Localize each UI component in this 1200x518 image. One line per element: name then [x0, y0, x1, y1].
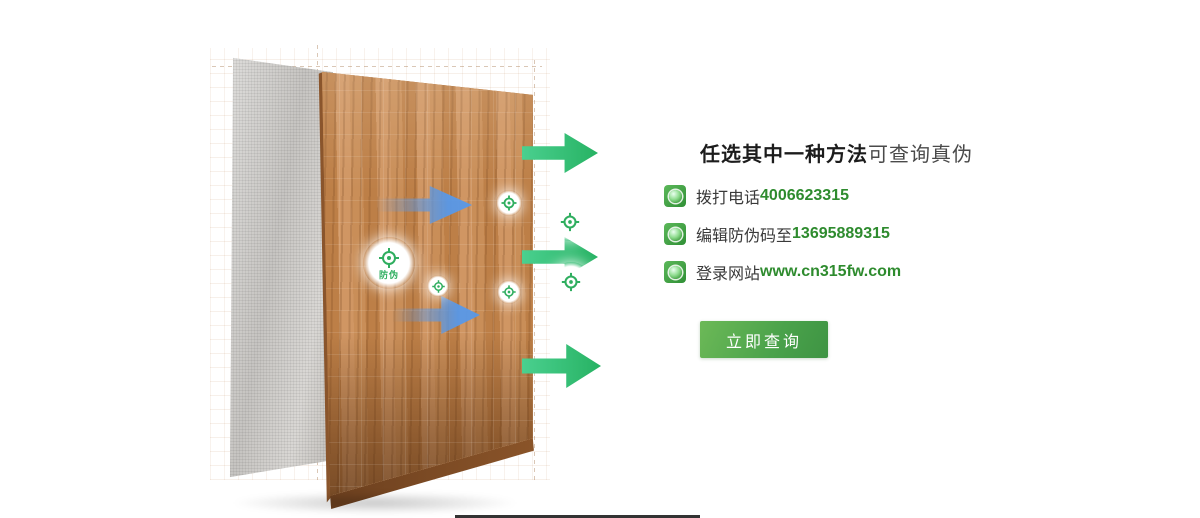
section-title: 任选其中一种方法可查询真伪	[660, 138, 1090, 167]
gray-board	[229, 57, 333, 478]
badge-label: 防伪	[378, 270, 399, 280]
sms-number: 13695889315	[792, 225, 890, 242]
method-label: 编辑防伪码至	[696, 228, 793, 245]
section-title-bold: 任选其中一种方法	[700, 144, 868, 166]
crosshair-target-icon	[379, 248, 399, 268]
wood-board	[317, 67, 535, 509]
green-sphere-bullet-icon	[664, 261, 686, 283]
sphere-icon	[668, 189, 682, 203]
anti-counterfeit-badge: 防伪	[363, 237, 415, 289]
crosshair-target-icon	[551, 203, 589, 241]
method-label: 拨打电话	[696, 190, 761, 207]
section-title-rest: 可查询真伪	[868, 144, 973, 166]
bottom-edge-bar	[455, 515, 700, 518]
green-sphere-bullet-icon	[664, 223, 686, 245]
crosshair-target-icon	[427, 275, 449, 297]
website-link[interactable]: www.cn315fw.com	[760, 263, 902, 280]
sketch-line	[534, 60, 535, 480]
crosshair-target-icon	[496, 190, 522, 216]
floor-shadow	[230, 492, 520, 514]
crosshair-target-icon	[551, 262, 591, 302]
query-now-button[interactable]: 立即查询	[700, 321, 828, 358]
green-sphere-bullet-icon	[664, 185, 686, 207]
sphere-icon	[668, 265, 682, 279]
sketch-line	[212, 66, 542, 67]
crosshair-target-icon	[497, 280, 521, 304]
method-label: 登录网站	[696, 266, 761, 283]
phone-number: 4006623315	[760, 187, 849, 204]
sphere-icon	[668, 227, 682, 241]
